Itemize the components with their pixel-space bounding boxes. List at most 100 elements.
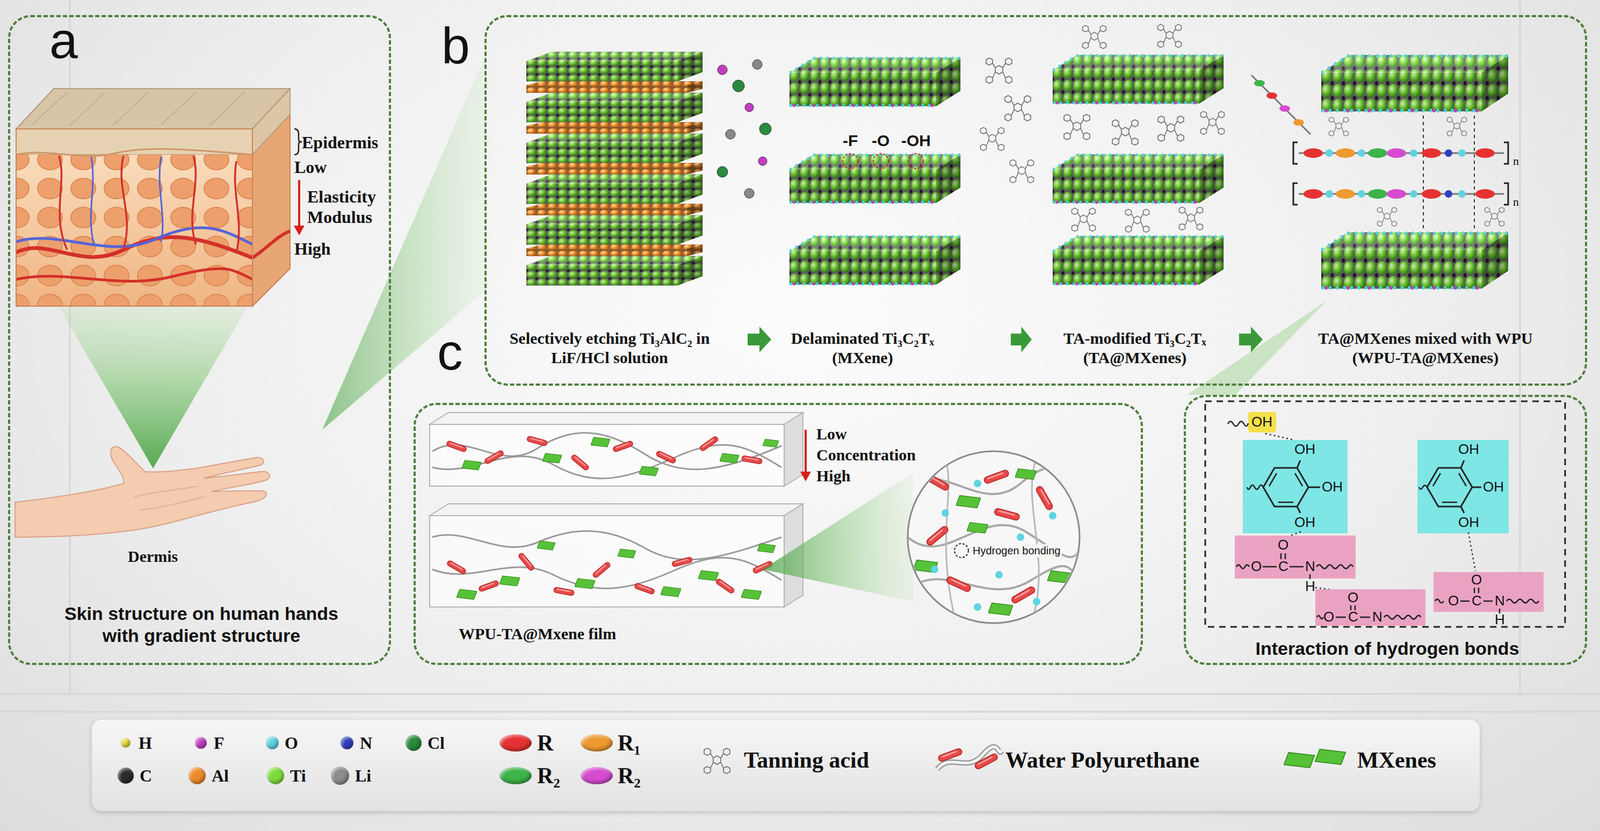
flow-arrow <box>1239 326 1263 353</box>
atom-label: OH <box>1458 440 1480 458</box>
process-step: Delaminated Ti₃C₂Tₓ (MXene) <box>772 45 1010 373</box>
film-high <box>429 503 803 607</box>
layer-label: Epidermis <box>301 132 379 153</box>
zoom-beam <box>1186 300 1327 395</box>
wpu-composite <box>1251 55 1509 289</box>
gradient-label: High <box>294 238 331 259</box>
atom-label: H <box>1305 577 1316 595</box>
group-swatch <box>499 766 532 785</box>
layer-label: Dermis <box>127 546 178 567</box>
hand <box>15 446 270 538</box>
zoom-beam <box>59 307 248 469</box>
gradient-label: Low <box>816 424 847 444</box>
gradient-label: Concentration <box>816 445 916 465</box>
room-lines <box>0 0 1600 712</box>
legend-label: Ti <box>290 765 307 786</box>
group-swatch <box>580 734 613 752</box>
repeat-subscript: n <box>1512 194 1519 209</box>
panel-letter: a <box>49 15 78 67</box>
atom-label: OH <box>1482 478 1504 496</box>
panel-b: bSelectively etching Ti₃AlC₂ in LiF/HCl … <box>484 15 1588 386</box>
termination-label: -F <box>842 131 858 151</box>
gradient-label: High <box>816 466 851 486</box>
legend-label: R₂ <box>537 762 561 789</box>
repeat-subscript: n <box>1512 154 1519 169</box>
atom-label: H <box>1494 611 1505 628</box>
process-step: TA@MXenes mixed with WPU (WPU-TA@MXenes) <box>1264 45 1584 373</box>
concentration-arrow <box>800 429 812 482</box>
panel-letter: c <box>437 326 463 378</box>
legend-label: Water Polyurethane <box>1005 746 1200 774</box>
atom-label: O <box>1448 592 1459 610</box>
flow-arrow <box>1010 326 1032 353</box>
film-caption: WPU-TA@Mxene film <box>458 624 617 644</box>
legend-label: R₁ <box>617 729 641 757</box>
step-caption: Selectively etching Ti₃AlC₂ in LiF/HCl s… <box>507 328 712 368</box>
film-low <box>429 412 803 487</box>
atom-label: O <box>1471 571 1482 589</box>
ta-mxene-sheets <box>1052 24 1225 285</box>
atom-swatch <box>405 734 422 751</box>
process-step: Selectively etching Ti₃AlC₂ in LiF/HCl s… <box>493 45 747 373</box>
epidermis-brace <box>294 128 302 155</box>
atom-label: O <box>1277 536 1289 554</box>
etching-particles <box>717 59 772 199</box>
legend-label: Li <box>355 765 372 786</box>
mxene-sheets <box>789 57 961 285</box>
legend-label: C <box>139 765 152 786</box>
flow-arrow <box>747 326 772 353</box>
panel-c: cWPU-TA@Mxene film <box>413 402 1143 665</box>
atom-label: C <box>1348 608 1359 626</box>
atom-label: OH <box>1294 440 1316 458</box>
hydrogen-bond-scheme <box>1205 401 1566 627</box>
gradient-label: Elasticity Modulus <box>307 186 386 228</box>
max-phase-stack <box>526 51 703 286</box>
panel-caption: Skin structure on human hands with gradi… <box>53 602 350 647</box>
atom-label: C <box>1278 558 1289 575</box>
step-caption: TA-modified Ti₃C₂Tₓ (TA@MXenes) <box>1046 328 1224 368</box>
atom-label: OH <box>1294 513 1316 531</box>
legend-symbols <box>704 746 1346 774</box>
termination-label: -OH <box>901 131 931 151</box>
skin-block <box>16 88 291 307</box>
atom-swatch <box>266 766 285 785</box>
atom-label: OH <box>1251 413 1273 431</box>
legend-label: Al <box>211 765 229 786</box>
atom-swatch <box>117 767 134 784</box>
atom-label: OH <box>1458 513 1480 531</box>
atom-label: N <box>1494 592 1505 610</box>
panel-letter: b <box>441 20 470 72</box>
panel-a: aSkin structure on human hands with grad… <box>8 15 392 665</box>
group-swatch <box>499 734 532 752</box>
atom-label: O <box>1323 608 1335 626</box>
atom-swatch <box>340 736 354 750</box>
atom-swatch <box>194 736 207 749</box>
legend-label: H <box>138 732 152 754</box>
zoom-circle <box>907 451 1085 624</box>
step-caption: TA@MXenes mixed with WPU (WPU-TA@MXenes) <box>1304 328 1547 368</box>
termination-label: -O <box>871 131 890 151</box>
atom-label: N <box>1372 608 1383 626</box>
panel-caption: Interaction of hydrogen bonds <box>1199 637 1576 660</box>
atom-label: N <box>1305 558 1316 575</box>
atom-label: C <box>1471 592 1482 610</box>
group-swatch <box>580 766 613 785</box>
legend-label: MXenes <box>1357 746 1437 774</box>
atom-swatch <box>330 766 350 785</box>
atom-swatch <box>265 736 279 750</box>
legend-label: F <box>213 732 225 754</box>
tannic-acid-molecules <box>980 58 1034 183</box>
hydrogen-bond-panel: Interaction of hydrogen bonds <box>1183 394 1588 665</box>
legend-label: Cl <box>427 732 445 754</box>
atom-swatch <box>120 737 131 748</box>
zoom-beam <box>322 53 487 430</box>
gradient-label: Low <box>294 156 327 178</box>
gradient-arrow <box>293 179 305 236</box>
legend-label: R <box>537 729 554 757</box>
legend-label: O <box>284 732 299 754</box>
legend-label: R₂ <box>617 762 641 789</box>
process-step: TA-modified Ti₃C₂Tₓ (TA@MXenes) <box>1033 45 1238 373</box>
legend-label: N <box>359 732 373 754</box>
atom-swatch <box>188 766 206 785</box>
